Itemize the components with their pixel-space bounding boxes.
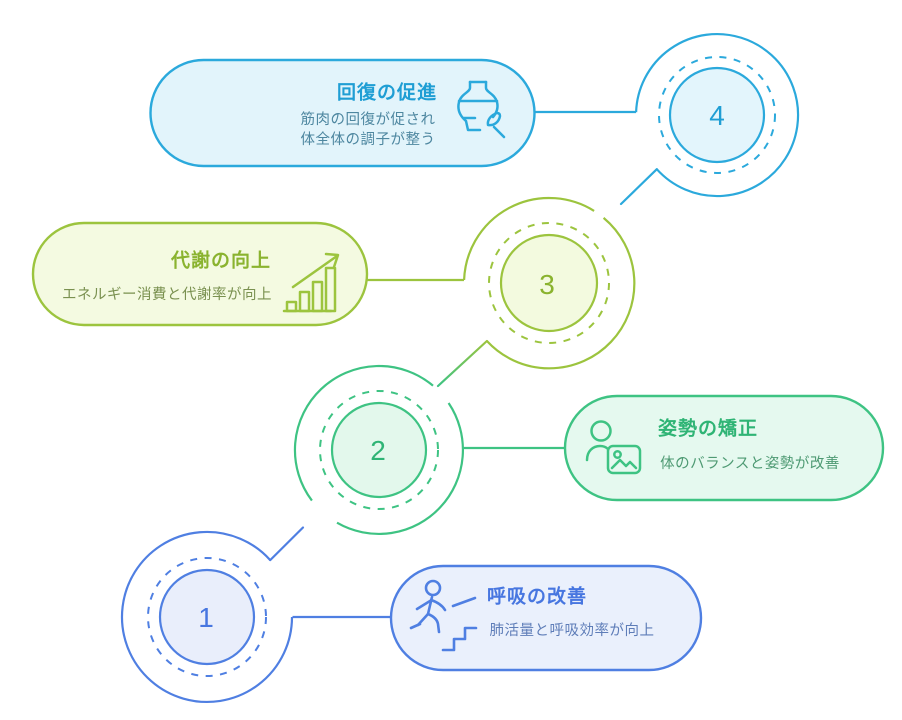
node-2-inner-circle [330,401,428,499]
node-1 [120,530,294,703]
node-4-inner-circle [668,66,766,164]
node-3-outer-ring [486,217,636,370]
node-4-outer-ring [635,32,800,198]
user-photo-icon [585,420,642,475]
step-4-title: 回復の促進 [336,82,438,104]
node-2-dashed-ring [319,390,439,510]
node-2-outer-ring [293,364,434,502]
node-2-outer-ring [336,402,464,535]
pill-step-1 [389,564,703,672]
node-1-outer-ring [120,530,294,703]
chart-up-icon [282,252,340,313]
connector-1-to-2 [269,526,305,562]
step-1-title: 呼吸の改善 [486,586,588,608]
node-2-number: 2 [370,435,386,466]
connector-3-to-2 [436,339,488,388]
node-1-dashed-ring [147,557,267,677]
node-1-number: 1 [198,602,214,633]
node-1-inner-circle [158,568,256,666]
pill-step-3 [31,221,369,327]
pill-step-4 [149,58,536,168]
step-3-subtitle: エネルギー消費と代謝率が向上 [62,286,272,303]
step-1-subtitle: 肺活量と呼吸効率が向上 [489,622,655,639]
node-3-inner-circle [499,233,599,333]
node-4-number: 4 [709,100,725,131]
node-3-outer-ring [463,196,595,281]
step-2-subtitle: 体のバランスと姿勢が改善 [660,455,840,472]
step-3-title: 代謝の向上 [170,250,272,272]
connector-4-to-3 [619,168,658,206]
node-3-dashed-ring [488,222,610,344]
vase-icon [457,80,506,139]
stairs-person-icon [409,579,478,652]
step-4-subtitle-line2: 体全体の調子が整う [300,131,436,148]
pill-step-2 [563,394,885,502]
node-3 [463,196,636,370]
node-4-dashed-ring [658,56,776,174]
node-4 [635,32,800,198]
step-4-subtitle-line1: 筋肉の回復が促され [300,111,436,128]
node-2 [293,364,464,535]
step-2-title: 姿勢の矯正 [657,418,759,440]
node-3-number: 3 [539,269,555,300]
